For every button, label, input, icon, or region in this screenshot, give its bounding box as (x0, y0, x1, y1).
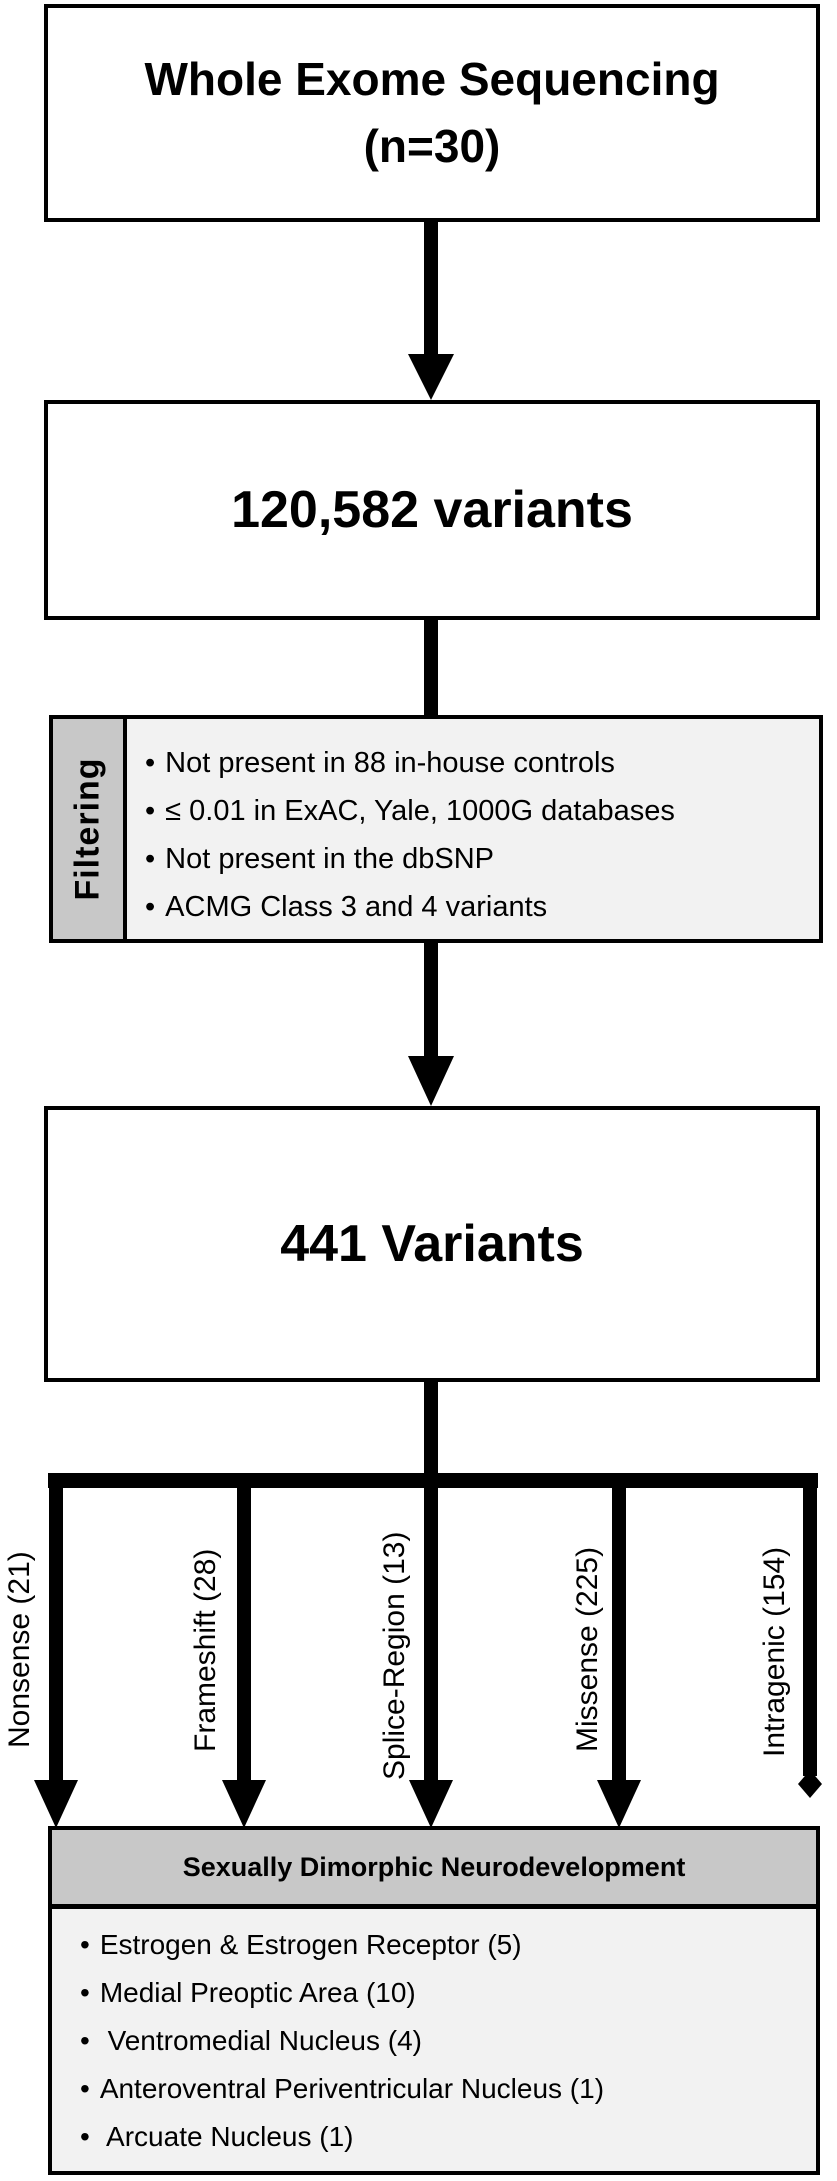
arrowhead-frameshift (222, 1780, 266, 1828)
result-item: Estrogen & Estrogen Receptor (5) (80, 1921, 816, 1969)
total-variants-box: 120,582 variants (44, 400, 820, 620)
branch-label-intragenic: Intragenic (154) (758, 1546, 791, 1757)
filtering-box: Filtering Not present in 88 in-house con… (49, 715, 823, 943)
result-item: Anteroventral Periventricular Nucleus (1… (80, 2065, 816, 2113)
branch-shaft-nonsense (49, 1486, 63, 1782)
sequencing-box: Whole Exome Sequencing (n=30) (44, 4, 820, 222)
filtering-tab: Filtering (53, 719, 127, 939)
arrow-shaft-sequencing-to-variants (424, 220, 438, 355)
filtering-label: Filtering (68, 757, 107, 901)
filter-criterion: Not present in the dbSNP (145, 835, 675, 883)
branch-bar (48, 1473, 818, 1488)
filter-criterion: ACMG Class 3 and 4 variants (145, 883, 675, 931)
arrowhead-splice-region (409, 1780, 453, 1828)
arrow-shaft-variants-to-filter (424, 618, 438, 718)
result-title: Sexually Dimorphic Neurodevelopment (52, 1830, 816, 1909)
sequencing-title: Whole Exome Sequencing (144, 53, 720, 106)
branch-label-splice-region: Splice-Region (13) (378, 1531, 411, 1780)
sequencing-count: (n=30) (363, 120, 501, 172)
arrowhead-filter-to-441 (408, 1056, 454, 1106)
filtered-variants-box: 441 Variants (44, 1106, 820, 1382)
result-item: Arcuate Nucleus (1) (80, 2113, 816, 2161)
filter-criteria-list: Not present in 88 in-house controls ≤ 0.… (127, 719, 675, 939)
filtered-variants-label: 441 Variants (280, 1215, 584, 1273)
branch-shaft-intragenic (803, 1486, 817, 1776)
diamond-end-intragenic (798, 1770, 822, 1798)
branch-shaft-frameshift (237, 1486, 251, 1782)
branch-label-missense: Missense (225) (571, 1546, 604, 1752)
total-variants-label: 120,582 variants (231, 481, 633, 539)
branch-trunk (424, 1380, 438, 1480)
arrow-shaft-filter-to-441 (424, 942, 438, 1057)
branch-label-frameshift: Frameshift (28) (189, 1548, 222, 1752)
result-box: Sexually Dimorphic Neurodevelopment Estr… (48, 1826, 820, 2175)
branch-shaft-missense (612, 1486, 626, 1782)
branch-shaft-splice-region (424, 1486, 438, 1782)
arrowhead-missense (597, 1780, 641, 1828)
result-item: Ventromedial Nucleus (4) (80, 2017, 816, 2065)
arrowhead-nonsense (34, 1780, 78, 1828)
filter-criterion: ≤ 0.01 in ExAC, Yale, 1000G databases (145, 787, 675, 835)
result-list: Estrogen & Estrogen Receptor (5) Medial … (52, 1909, 816, 2161)
result-item: Medial Preoptic Area (10) (80, 1969, 816, 2017)
arrowhead-sequencing-to-variants (408, 354, 454, 400)
filter-criterion: Not present in 88 in-house controls (145, 739, 675, 787)
branch-label-nonsense: Nonsense (21) (3, 1551, 36, 1748)
